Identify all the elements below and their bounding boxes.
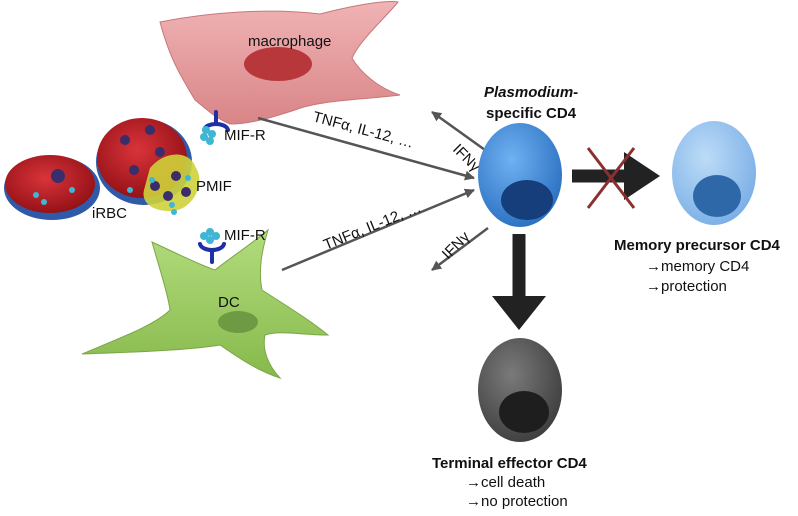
cytokine-arrow-bottom	[281, 188, 475, 272]
memory-nucleus	[693, 175, 741, 217]
effector-cd4-cell	[478, 338, 562, 442]
cd4-title-italic: Plasmodium-	[484, 84, 578, 101]
macrophage-cell: macrophage	[159, 1, 401, 125]
pmif-label: PMIF	[196, 178, 232, 195]
cd4-title-rest: specific CD4	[486, 105, 577, 122]
mif-r-bottom-label: MIF-R	[224, 227, 266, 244]
cytokine-label-top: TNFα, IL-12, …	[311, 108, 416, 151]
dendritic-cell: DC	[81, 228, 330, 380]
ifng-arrow-top	[431, 110, 493, 157]
memory-title: Memory precursor CD4	[614, 237, 781, 254]
effector-title: Terminal effector CD4	[432, 455, 587, 472]
rbc-small	[5, 155, 95, 213]
mif-r-top-label: MIF-R	[224, 127, 266, 144]
blocked-arrow-right	[572, 147, 660, 209]
effector-nucleus	[499, 391, 549, 433]
cd4-cell	[478, 123, 562, 227]
effector-line-1: →cell death	[466, 474, 545, 491]
irbc-group	[4, 118, 200, 220]
ifng-label-bottom: IFNγ	[439, 228, 474, 263]
mif-receptor-top-icon	[200, 110, 230, 145]
mif-receptor-bottom-icon	[198, 228, 226, 264]
irbc-label: iRBC	[92, 205, 127, 222]
arrow-down	[492, 234, 546, 330]
effector-line-2: →no protection	[466, 493, 568, 510]
memory-cd4-cell	[672, 121, 756, 225]
cytokine-arrow-top	[257, 116, 475, 181]
dc-label: DC	[218, 294, 240, 311]
parasite	[51, 169, 65, 183]
cytokine-label-bottom: TNFα, IL-12, …	[321, 199, 424, 254]
macrophage-nucleus	[244, 47, 312, 81]
cd4-nucleus	[501, 180, 553, 220]
ifng-arrow-bottom	[431, 227, 489, 271]
memory-line-2: →protection	[646, 278, 727, 295]
dc-nucleus	[218, 311, 258, 333]
macrophage-label: macrophage	[248, 33, 331, 50]
memory-line-1: →memory CD4	[646, 258, 749, 275]
